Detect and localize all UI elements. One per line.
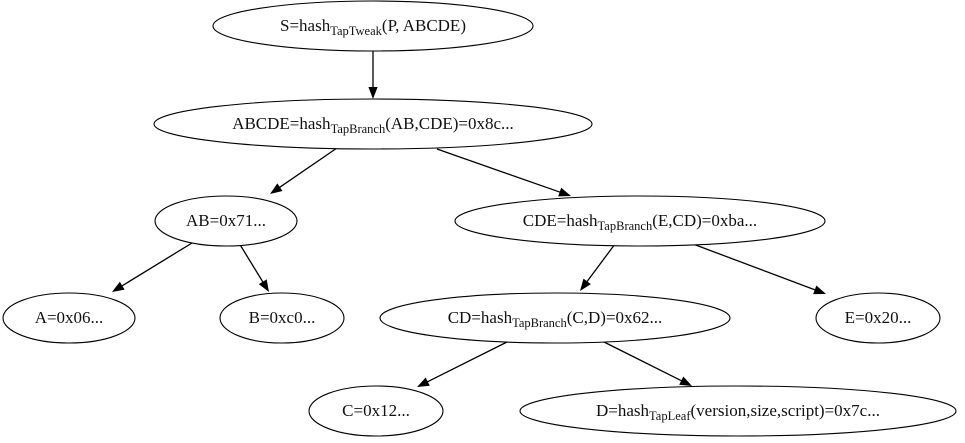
node-label-main: AB=0x71... bbox=[186, 211, 266, 230]
edge-arrowhead bbox=[558, 187, 571, 197]
edge-line bbox=[601, 340, 684, 383]
node-label-suffix: (AB,CDE)=0x8c... bbox=[385, 114, 514, 133]
node-label-subscript: TapTweak bbox=[330, 24, 382, 38]
node-c[interactable]: C=0x12... bbox=[308, 385, 444, 437]
edge-ab-to-a bbox=[112, 242, 193, 292]
node-label: CD=hashTapBranch(C,D)=0x62... bbox=[448, 308, 663, 330]
edge-cd-to-c bbox=[417, 340, 510, 387]
edge-s-to-abcde bbox=[368, 51, 378, 99]
edge-abcde-to-cde bbox=[436, 148, 571, 197]
edge-arrowhead bbox=[270, 183, 283, 194]
node-label: C=0x12... bbox=[342, 401, 410, 420]
edge-line bbox=[585, 243, 616, 284]
edge-line bbox=[277, 147, 338, 189]
node-ellipse[interactable] bbox=[2, 292, 136, 344]
edge-ab-to-b bbox=[238, 242, 269, 292]
edge-arrowhead bbox=[417, 377, 430, 387]
node-label-subscript: TapLeaf bbox=[649, 409, 691, 423]
node-label: AB=0x71... bbox=[186, 211, 266, 230]
node-label: D=hashTapLeaf(version,size,script)=0x7c.… bbox=[596, 401, 880, 423]
node-ellipse[interactable] bbox=[153, 98, 593, 150]
node-label: E=0x20... bbox=[845, 308, 912, 327]
edge-line bbox=[425, 340, 510, 384]
node-label-main: A=0x06... bbox=[35, 308, 104, 327]
node-label-suffix: (P, ABCDE) bbox=[382, 16, 466, 35]
edge-line bbox=[120, 242, 193, 288]
node-s[interactable]: S=hashTapTweak(P, ABCDE) bbox=[212, 0, 534, 52]
node-ellipse[interactable] bbox=[519, 385, 957, 437]
node-ellipse[interactable] bbox=[815, 292, 941, 344]
edge-arrowhead bbox=[679, 376, 692, 386]
node-label-main: S=hash bbox=[280, 16, 331, 35]
node-ellipse[interactable] bbox=[308, 385, 444, 437]
node-d[interactable]: D=hashTapLeaf(version,size,script)=0x7c.… bbox=[519, 385, 957, 437]
node-label-subscript: TapBranch bbox=[598, 219, 653, 233]
node-e[interactable]: E=0x20... bbox=[815, 292, 941, 344]
edge-cde-to-cd bbox=[580, 243, 616, 291]
edge-cd-to-d bbox=[601, 340, 692, 386]
node-cd[interactable]: CD=hashTapBranch(C,D)=0x62... bbox=[379, 292, 731, 344]
edge-line bbox=[238, 242, 265, 284]
node-a[interactable]: A=0x06... bbox=[2, 292, 136, 344]
node-b[interactable]: B=0xc0... bbox=[219, 292, 345, 344]
edge-line bbox=[692, 243, 817, 292]
node-ellipse[interactable] bbox=[219, 292, 345, 344]
node-label-main: C=0x12... bbox=[342, 401, 410, 420]
node-abcde[interactable]: ABCDE=hashTapBranch(AB,CDE)=0x8c... bbox=[153, 98, 593, 150]
edge-abcde-to-ab bbox=[270, 147, 338, 194]
node-label: S=hashTapTweak(P, ABCDE) bbox=[280, 16, 466, 38]
node-ellipse[interactable] bbox=[154, 195, 298, 247]
node-label-suffix: (version,size,script)=0x7c... bbox=[691, 401, 880, 420]
node-ellipse[interactable] bbox=[379, 292, 731, 344]
edge-cde-to-e bbox=[692, 243, 826, 295]
node-label: B=0xc0... bbox=[249, 308, 316, 327]
edge-arrowhead bbox=[813, 285, 826, 295]
node-label-main: CDE=hash bbox=[523, 211, 598, 230]
node-label-main: D=hash bbox=[596, 401, 650, 420]
edge-arrowhead bbox=[112, 281, 125, 292]
node-label-main: ABCDE=hash bbox=[232, 114, 331, 133]
node-ab[interactable]: AB=0x71... bbox=[154, 195, 298, 247]
node-label-suffix: (E,CD)=0xba... bbox=[652, 211, 757, 230]
edges-layer bbox=[112, 51, 826, 387]
node-label-subscript: TapBranch bbox=[512, 316, 567, 330]
node-label: ABCDE=hashTapBranch(AB,CDE)=0x8c... bbox=[232, 114, 514, 136]
node-cde[interactable]: CDE=hashTapBranch(E,CD)=0xba... bbox=[454, 195, 826, 247]
node-ellipse[interactable] bbox=[454, 195, 826, 247]
edge-arrowhead bbox=[368, 87, 378, 99]
node-label-suffix: (C,D)=0x62... bbox=[567, 308, 663, 327]
node-label-main: CD=hash bbox=[448, 308, 513, 327]
nodes-layer: S=hashTapTweak(P, ABCDE)ABCDE=hashTapBra… bbox=[2, 0, 957, 437]
node-label: CDE=hashTapBranch(E,CD)=0xba... bbox=[523, 211, 757, 233]
node-label-main: E=0x20... bbox=[845, 308, 912, 327]
node-label-main: B=0xc0... bbox=[249, 308, 316, 327]
edge-line bbox=[436, 148, 562, 194]
node-label: A=0x06... bbox=[35, 308, 104, 327]
edge-arrowhead bbox=[258, 279, 269, 292]
node-ellipse[interactable] bbox=[212, 0, 534, 52]
node-label-subscript: TapBranch bbox=[331, 122, 386, 136]
edge-arrowhead bbox=[580, 278, 591, 291]
